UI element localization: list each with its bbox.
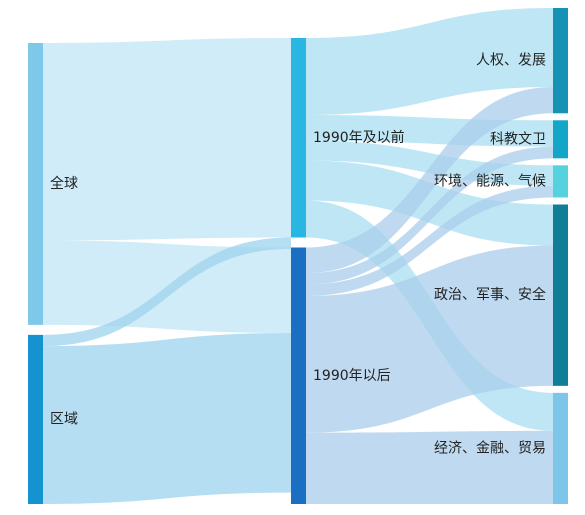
sankey-node-human bbox=[553, 8, 568, 114]
sankey-link-global-pre1990 bbox=[43, 38, 291, 241]
sankey-node-pre1990 bbox=[291, 38, 306, 238]
sankey-node-sci bbox=[553, 120, 568, 159]
sankey-link-regional-post1990 bbox=[43, 333, 291, 504]
sankey-link-post1990-pol bbox=[306, 245, 553, 433]
sankey-link-regional-pre1990 bbox=[43, 237, 291, 347]
sankey-links bbox=[43, 8, 553, 504]
sankey-nodes bbox=[28, 8, 568, 504]
sankey-node-regional bbox=[28, 334, 43, 504]
sankey-node-pol bbox=[553, 204, 568, 386]
sankey-link-pre1990-pol bbox=[306, 160, 553, 246]
sankey-node-label-post1990: 1990年以后 bbox=[313, 368, 391, 384]
sankey-link-post1990-econ bbox=[306, 430, 553, 504]
sankey-node-label-human: 人权、发展 bbox=[476, 53, 546, 69]
sankey-link-post1990-sci bbox=[306, 146, 553, 285]
sankey-node-label-sci: 科教文卫 bbox=[490, 131, 546, 147]
sankey-node-label-pol: 政治、军事、安全 bbox=[434, 286, 546, 303]
sankey-node-label-regional: 区域 bbox=[50, 411, 78, 427]
sankey-link-pre1990-human bbox=[306, 8, 553, 115]
sankey-node-label-pre1990: 1990年及以前 bbox=[313, 129, 405, 146]
sankey-node-env bbox=[553, 165, 568, 198]
sankey-node-label-global: 全球 bbox=[50, 175, 78, 192]
sankey-link-post1990-human bbox=[306, 86, 553, 274]
sankey-node-label-env: 环境、能源、气候 bbox=[434, 173, 546, 189]
sankey-node-econ bbox=[553, 392, 568, 504]
sankey-node-label-econ: 经济、金融、贸易 bbox=[434, 440, 546, 456]
sankey-link-pre1990-env bbox=[306, 140, 553, 186]
sankey-node-global bbox=[28, 43, 43, 325]
sankey-link-post1990-env bbox=[306, 185, 553, 296]
sankey-node-post1990 bbox=[291, 247, 306, 504]
